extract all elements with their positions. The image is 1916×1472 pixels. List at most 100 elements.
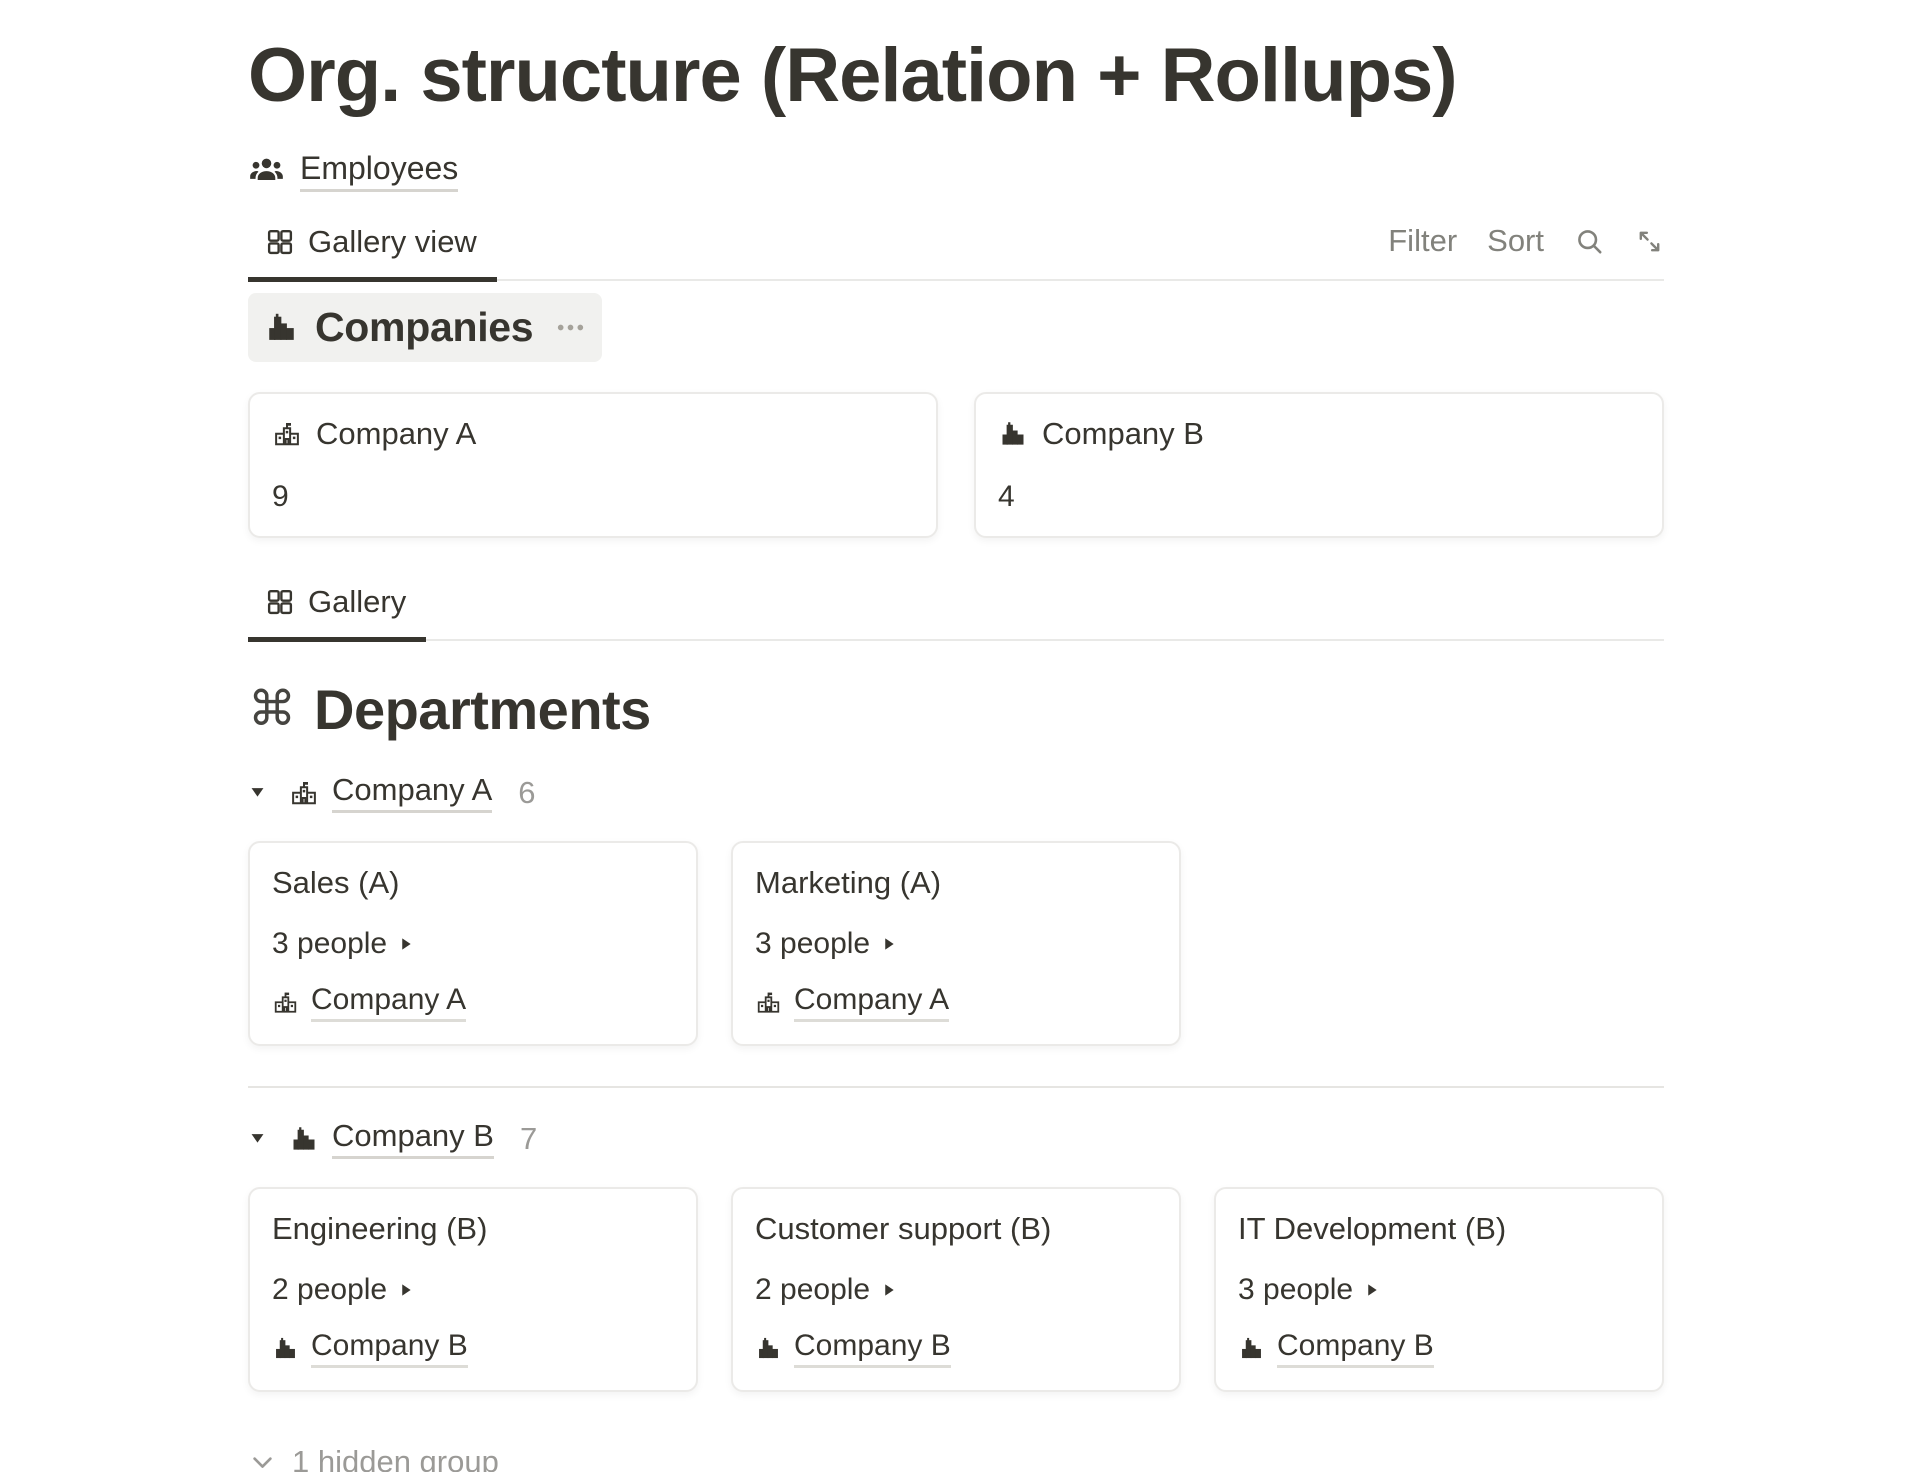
- group-label-link[interactable]: Company B: [289, 1118, 494, 1160]
- group-label-link[interactable]: Company A: [289, 772, 493, 814]
- gallery-group: Company B 7 Engineering (B) 2 people Com…: [248, 1118, 1664, 1393]
- relation-icon-slot: [272, 1335, 299, 1362]
- hidden-group-chevron-slot: [248, 1448, 277, 1472]
- rollup-value: 4: [998, 480, 1015, 514]
- card-icon-slot: [998, 419, 1028, 449]
- people-expand-arrow[interactable]: [880, 935, 898, 953]
- relation-link[interactable]: Company B: [1277, 1329, 1434, 1369]
- group-count: 6: [518, 774, 536, 810]
- employees-link[interactable]: Employees: [248, 150, 459, 192]
- relation-property[interactable]: Company B: [272, 1329, 674, 1369]
- search-icon[interactable]: [1574, 226, 1605, 257]
- expand-button[interactable]: [1635, 227, 1664, 256]
- tab-gallery[interactable]: Gallery: [248, 578, 427, 643]
- buildings-icon: [1002, 422, 1024, 445]
- arrow-right-icon[interactable]: [880, 1281, 898, 1299]
- departments-groups: Company A 6 Sales (A) 3 people Company A…: [248, 772, 1664, 1393]
- gallery-view-icon-slot: [265, 227, 295, 257]
- tab-gallery-view[interactable]: Gallery view: [248, 218, 497, 283]
- group-divider: [248, 1086, 1664, 1089]
- relation-icon-slot: [272, 989, 299, 1016]
- card-title: Company B: [1042, 416, 1204, 452]
- department-card[interactable]: IT Development (B) 3 people Company B: [1214, 1187, 1664, 1393]
- departments-db-header[interactable]: ⌘ Departments: [248, 677, 1664, 742]
- buildings-icon: [293, 1127, 315, 1150]
- card-title-row: Engineering (B): [272, 1211, 674, 1247]
- companies-db-icon-slot: [264, 310, 299, 345]
- relation-link[interactable]: Company A: [311, 983, 467, 1023]
- expand-icon[interactable]: [1635, 227, 1664, 256]
- relation-link[interactable]: Company A: [794, 983, 950, 1023]
- school-icon: [275, 423, 299, 446]
- relation-property[interactable]: Company B: [755, 1329, 1157, 1369]
- card-title-row: Customer support (B): [755, 1211, 1157, 1247]
- departments-tabbar: Gallery: [248, 578, 1664, 643]
- toggle-triangle-down-icon[interactable]: [248, 783, 267, 802]
- buildings-icon: [759, 1338, 778, 1359]
- group-icon-slot: [289, 1124, 319, 1154]
- toggle-triangle-down-icon[interactable]: [248, 1129, 267, 1148]
- card-title-row: Sales (A): [272, 865, 674, 901]
- group-label: Company B: [332, 1118, 494, 1160]
- relation-icon-slot: [755, 1335, 782, 1362]
- search-button[interactable]: [1574, 226, 1605, 257]
- card-title-row: Marketing (A): [755, 865, 1157, 901]
- school-icon: [292, 781, 316, 805]
- companies-tabbar: Gallery view Filter Sort: [248, 218, 1664, 283]
- people-property: 2 people: [272, 1273, 674, 1307]
- employees-icon-slot: [248, 152, 285, 189]
- page-content: Org. structure (Relation + Rollups) Empl…: [248, 36, 1664, 1472]
- card-title-row: Company A: [272, 416, 914, 452]
- tab-gallery-label: Gallery: [308, 584, 407, 620]
- companies-db-menu[interactable]: [555, 312, 586, 343]
- group-header: Company B 7: [248, 1118, 1664, 1160]
- group-toggle[interactable]: [248, 783, 267, 802]
- school-icon: [757, 992, 780, 1013]
- departments-db-title: Departments: [314, 678, 651, 742]
- relation-property[interactable]: Company A: [755, 983, 1157, 1023]
- more-options-icon[interactable]: [555, 312, 586, 343]
- group-count: 7: [519, 1120, 538, 1156]
- rollup-value: 9: [272, 480, 289, 514]
- people-property: 3 people: [755, 927, 1157, 961]
- arrow-right-icon[interactable]: [1363, 1281, 1381, 1299]
- hidden-group-label: 1 hidden group: [292, 1444, 499, 1472]
- group-toggle[interactable]: [248, 1129, 267, 1148]
- people-expand-arrow[interactable]: [397, 935, 415, 953]
- department-card[interactable]: Engineering (B) 2 people Company B: [248, 1187, 698, 1393]
- people-expand-arrow[interactable]: [1363, 1281, 1381, 1299]
- people-expand-arrow[interactable]: [397, 1281, 415, 1299]
- hidden-group-toggle[interactable]: 1 hidden group: [248, 1444, 1664, 1472]
- group-icon-slot: [289, 778, 319, 808]
- department-card[interactable]: Sales (A) 3 people Company A: [248, 841, 698, 1047]
- people-count: 3 people: [755, 927, 871, 961]
- gallery-icon: [267, 230, 293, 255]
- department-card[interactable]: Marketing (A) 3 people Company A: [731, 841, 1181, 1047]
- relation-property[interactable]: Company B: [1238, 1329, 1640, 1369]
- page-title: Org. structure (Relation + Rollups): [248, 33, 1458, 118]
- card-title: Sales (A): [272, 865, 400, 901]
- sort-button[interactable]: Sort: [1487, 223, 1544, 259]
- companies-db-header[interactable]: Companies: [248, 293, 603, 363]
- relation-property[interactable]: Company A: [272, 983, 674, 1023]
- arrow-right-icon[interactable]: [397, 1281, 415, 1299]
- group-header: Company A 6: [248, 772, 1664, 814]
- view-toolbar: Filter Sort: [1388, 223, 1664, 279]
- arrow-right-icon[interactable]: [397, 935, 415, 953]
- relation-icon-slot: [755, 989, 782, 1016]
- command-icon: ⌘: [248, 682, 296, 736]
- relation-link[interactable]: Company B: [311, 1329, 468, 1369]
- card-icon-slot: [272, 419, 302, 449]
- department-card[interactable]: Customer support (B) 2 people Company B: [731, 1187, 1181, 1393]
- people-property: 3 people: [272, 927, 674, 961]
- company-card[interactable]: Company B 4: [974, 392, 1664, 539]
- people-count: 3 people: [1238, 1273, 1354, 1307]
- chevron-down-icon[interactable]: [248, 1448, 277, 1472]
- relation-link[interactable]: Company B: [794, 1329, 951, 1369]
- arrow-right-icon[interactable]: [880, 935, 898, 953]
- card-title: Engineering (B): [272, 1211, 488, 1247]
- group-cards: Sales (A) 3 people Company A Marketing (…: [248, 841, 1664, 1047]
- filter-button[interactable]: Filter: [1388, 223, 1458, 259]
- people-expand-arrow[interactable]: [880, 1281, 898, 1299]
- company-card[interactable]: Company A 9: [248, 392, 938, 539]
